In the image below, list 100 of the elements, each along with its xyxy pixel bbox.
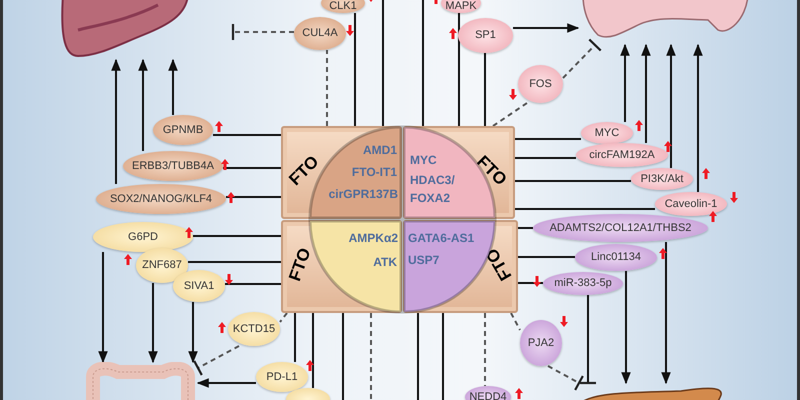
inhibition-line [193, 345, 240, 376]
arrow [168, 58, 178, 115]
connector-line [515, 180, 631, 182]
gene-oval [136, 248, 188, 283]
arrow [148, 283, 158, 364]
connector-line [382, 0, 384, 126]
gene-label: Caveolin-1 [664, 198, 718, 210]
connector-line [312, 313, 314, 388]
gene-label: SOX2/NANOG/KLF4 [110, 194, 212, 204]
connector-line [515, 208, 655, 210]
connector-line [193, 235, 281, 237]
gene-label: GATA6-AS1 [408, 230, 474, 247]
connector-line [294, 313, 296, 362]
gene-oval [458, 18, 513, 53]
gene-label: AMPKα2 [348, 230, 398, 247]
gene-label: FTO-IT1 [352, 164, 397, 181]
connector-line [515, 138, 581, 140]
gene-oval [294, 17, 346, 50]
gene-oval [520, 320, 562, 366]
gene-oval [228, 312, 280, 346]
gene-label: KCTD15 [232, 324, 276, 334]
gene-label: FOS [529, 78, 552, 90]
fto-label: FTO [286, 246, 314, 284]
gene-oval [581, 122, 633, 144]
connector-line [370, 313, 372, 400]
gene-label: SIVA1 [184, 280, 214, 292]
connector-line [226, 196, 281, 198]
inhibition-line [562, 38, 602, 79]
arrow [621, 271, 631, 384]
connector-line [492, 102, 528, 127]
connector-line [515, 157, 576, 159]
gene-label: MYC [410, 152, 437, 169]
gene-label: Linc01134 [591, 252, 641, 263]
connector-line [518, 256, 575, 258]
gene-label: GPNMB [162, 124, 204, 136]
fto-panel [403, 220, 518, 313]
connector-line [417, 313, 419, 400]
connector-line [484, 313, 486, 386]
gene-label: MAPK [445, 1, 477, 12]
gene-label: CUL4A [302, 28, 338, 39]
gene-label: ATK [373, 254, 397, 271]
fto-panel [281, 220, 402, 313]
arrow [620, 44, 630, 122]
gene-label: AMD1 [362, 142, 397, 159]
gene-oval [93, 222, 193, 252]
connector-line [518, 282, 543, 284]
gene-oval [543, 272, 623, 295]
gene-label: PJA2 [528, 338, 554, 348]
connector-line [354, 13, 356, 126]
gene-label: ADAMTS2/COL12A1/THBS2 [550, 222, 692, 234]
arrow [188, 302, 198, 364]
gene-label: ERBB3/TUBB4A [132, 160, 214, 172]
gene-label: ZNF687 [142, 260, 182, 271]
connector-line [213, 134, 281, 136]
connector-line [188, 261, 281, 263]
gene-label: USP7 [408, 252, 440, 269]
gene-label: PI3K/Akt [640, 174, 684, 184]
arrow [111, 58, 121, 184]
connector-line [484, 53, 486, 126]
gene-label: PD-L1 [266, 372, 298, 382]
connector-line [279, 312, 288, 323]
gene-label: CLK1 [329, 1, 357, 12]
gene-label: MYC [594, 128, 620, 138]
arrow [196, 378, 256, 388]
connector-line [458, 13, 460, 126]
gene-oval [256, 362, 308, 392]
connector-line [510, 312, 521, 330]
fto-panel [281, 126, 402, 219]
connector-line [225, 283, 281, 285]
gene-label: miR-383-5p [554, 278, 612, 289]
connector-line [422, 0, 424, 126]
gene-label: circFAM192A [589, 150, 655, 160]
arrow [641, 44, 651, 143]
connector-line [326, 50, 328, 126]
gene-label: cirGPR137B [328, 186, 398, 203]
arrow [138, 58, 148, 151]
connector-line [442, 313, 444, 400]
gene-oval [173, 270, 225, 302]
gene-label: HDAC3/ FOXA2 [410, 172, 456, 207]
arrow [513, 23, 580, 33]
gene-oval [153, 115, 213, 145]
gene-label: G6PD [128, 232, 158, 242]
arrow [98, 252, 108, 364]
arrow [666, 44, 676, 168]
connector-line [518, 227, 533, 229]
gene-label: NEDD4 [469, 392, 507, 400]
arrow [693, 44, 703, 192]
quadrant-panel [310, 221, 401, 312]
gene-label: SP1 [475, 30, 496, 41]
gene-oval [123, 151, 223, 181]
gene-oval [655, 192, 727, 216]
inhibition-line [232, 22, 294, 42]
gene-oval [576, 143, 668, 167]
connector-line [342, 313, 344, 400]
gene-oval [518, 65, 563, 103]
gene-oval [575, 244, 657, 271]
arrow [661, 242, 671, 384]
gene-oval [631, 168, 693, 190]
inhibition-line [578, 295, 598, 384]
inhibition-line [548, 365, 584, 392]
